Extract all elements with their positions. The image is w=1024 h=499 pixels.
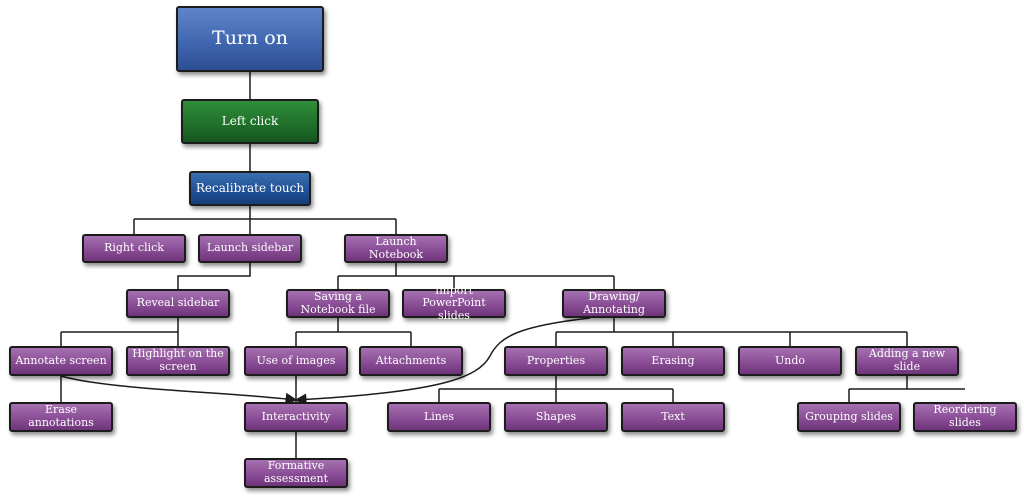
connector-sidebar-reveal	[177, 262, 251, 289]
node-highlight-on-screen: Highlight on the screen	[126, 346, 230, 376]
connector-drawing-level4	[555, 318, 908, 346]
node-launch-notebook: Launch Notebook	[344, 234, 448, 263]
node-reveal-sidebar: Reveal sidebar	[126, 289, 230, 318]
connector-reveal-level4	[60, 318, 179, 346]
node-erasing: Erasing	[621, 346, 725, 376]
node-annotate-screen: Annotate screen	[9, 346, 113, 376]
node-erase-annotations: Erase annotations	[9, 402, 113, 432]
connector-notebook-level3	[337, 262, 615, 289]
node-attachments: Attachments	[359, 346, 463, 376]
node-left-click: Left click	[181, 99, 319, 144]
node-recalibrate-touch: Recalibrate touch	[189, 171, 311, 206]
connector-newslide-level5	[848, 376, 965, 402]
connector-recalibrate-level2	[133, 206, 397, 234]
node-text: Text	[621, 402, 725, 432]
node-properties: Properties	[504, 346, 608, 376]
node-adding-new-slide: Adding a new slide	[855, 346, 959, 376]
node-grouping-slides: Grouping slides	[797, 402, 901, 432]
node-formative-assessment: Formative assessment	[244, 458, 348, 488]
node-turn-on: Turn on	[176, 6, 324, 72]
node-use-of-images: Use of images	[244, 346, 348, 376]
node-launch-sidebar: Launch sidebar	[198, 234, 302, 263]
node-interactivity: Interactivity	[244, 402, 348, 432]
node-drawing-annotating: Drawing/ Annotating	[562, 289, 666, 318]
connector-saving-level4	[295, 318, 412, 346]
connector-annotate-interactivity	[60, 375, 298, 405]
node-import-powerpoint-slides: Import PowerPoint slides	[402, 284, 506, 322]
node-lines: Lines	[387, 402, 491, 432]
node-right-click: Right click	[82, 234, 186, 263]
node-reordering-slides: Reordering slides	[913, 402, 1017, 432]
connector-drawing-interactivity	[294, 317, 591, 406]
node-undo: Undo	[738, 346, 842, 376]
connector-properties-level5	[438, 376, 674, 402]
node-shapes: Shapes	[504, 402, 608, 432]
node-saving-notebook-file: Saving a Notebook file	[286, 289, 390, 318]
